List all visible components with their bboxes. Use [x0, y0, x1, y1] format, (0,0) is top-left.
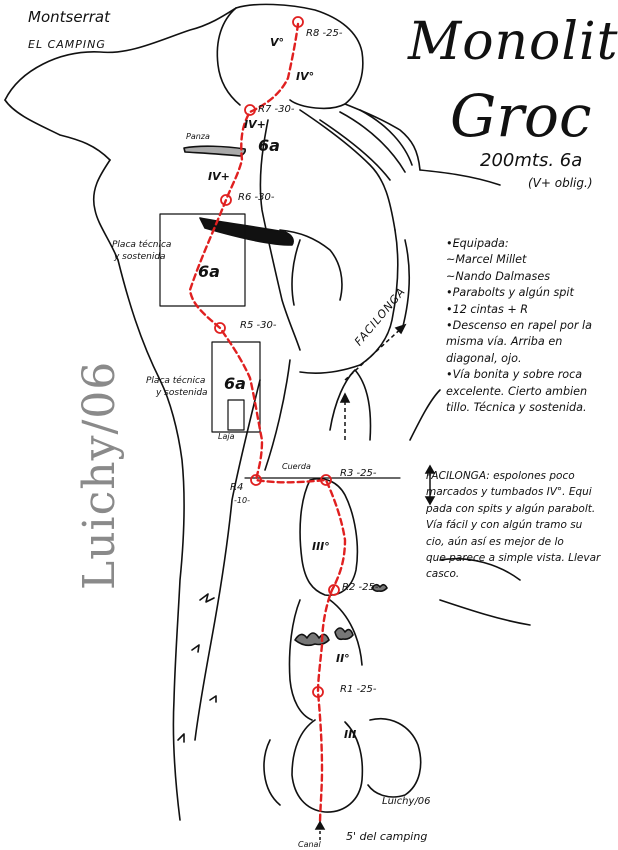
belay-label-r5: R5 -30- — [240, 320, 277, 331]
roof — [199, 217, 294, 246]
location-name: Montserrat — [28, 8, 110, 26]
summit-left-face — [216, 7, 241, 106]
watermark: Luichy/06 — [74, 360, 125, 590]
feature-placa-upper-line2: y sostenida — [114, 252, 166, 262]
belay-label-r3: R3 -25- — [340, 468, 377, 479]
summit-dome — [235, 3, 364, 110]
facilonga-note-line: FACILONGA: espolones poco — [426, 470, 575, 482]
facilonga-note-line: casco. — [426, 568, 460, 581]
note-line: ~Nando Dalmases — [446, 269, 551, 283]
grade-pitch-7: IV+ — [244, 118, 266, 131]
panza-bulge — [183, 145, 246, 157]
feature-laja: Laja — [218, 432, 235, 441]
facilonga-note: FACILONGA: espolones poco marcados y tum… — [426, 468, 600, 583]
belay-label-r8: R8 -25- — [306, 28, 343, 39]
belay-label-r7: R7 -30- — [258, 104, 295, 115]
belay-label-r2: R2 -25- — [342, 582, 379, 593]
note-line: excelente. Cierto ambien — [446, 384, 588, 398]
laja — [227, 399, 245, 431]
facilonga-note-line: Vía fácil y con algún tramo su — [426, 519, 583, 532]
bush-1 — [294, 632, 330, 647]
feature-placa-lower-line2: y sostenida — [156, 388, 208, 398]
belay-r5 — [214, 322, 226, 334]
feature-cuerda: Cuerda — [282, 462, 311, 471]
note-line: •Vía bonita y sobre roca — [446, 368, 583, 382]
facilonga-note-line: cio, aún así es mejor de lo — [426, 535, 564, 548]
note-line: •Equipada: — [446, 237, 509, 250]
belay-label-r4: R4 — [230, 482, 244, 493]
belay-r7 — [244, 104, 256, 116]
grade-pitch-2: II° — [336, 652, 350, 665]
belay-r6 — [220, 194, 232, 206]
feature-placa-lower-line1: Placa técnica — [146, 376, 206, 386]
route-length-grade: 200mts. 6a — [480, 150, 583, 171]
grade-pitch-6: IV+ — [208, 170, 230, 183]
grade-panza: 6a — [258, 136, 280, 155]
note-line: •12 cintas + R — [446, 302, 529, 316]
grade-pitch-8: V° — [270, 36, 285, 49]
facilonga-note-line: pada con spits y algún parabolt. — [426, 502, 596, 515]
grade-pitch-7-upper: IV° — [296, 70, 315, 83]
facilonga-note-line: marcados y tumbados IV°. Equi — [426, 486, 592, 499]
belay-r2 — [328, 584, 340, 596]
note-line: diagonal, ojo. — [446, 351, 522, 365]
belay-r4 — [250, 474, 262, 486]
feature-placa-upper-line1: Placa técnica — [112, 240, 172, 250]
placa-box-lower — [211, 341, 261, 433]
canal-label: Canal — [298, 840, 321, 849]
note-line: •Parabolts y algún spit — [446, 286, 574, 300]
belay-label-r4-length: -10- — [234, 496, 250, 505]
feature-panza: Panza — [186, 132, 210, 141]
right-wall — [344, 103, 421, 171]
sector-name: EL CAMPING — [28, 38, 106, 51]
belay-label-r6: R6 -30- — [238, 192, 275, 203]
belay-r8 — [292, 16, 304, 28]
facilonga-note-line: que parece a simple vista. Llevar — [426, 552, 601, 565]
signature: Luichy/06 — [382, 796, 431, 807]
left-tower — [4, 7, 237, 101]
belay-r3 — [320, 474, 332, 486]
bush-2 — [334, 627, 354, 641]
grade-pitch-1: III — [344, 728, 357, 741]
note-line: •Descenso en rapel por la — [446, 319, 592, 333]
belay-label-r1: R1 -25- — [340, 684, 377, 695]
route-title-line1: Monolit — [408, 12, 618, 72]
route-mandatory-grade: (V+ oblig.) — [528, 176, 593, 190]
mid-tower — [259, 119, 301, 351]
note-line: tillo. Técnica y sostenida. — [446, 401, 587, 415]
grade-placa-upper: 6a — [198, 262, 220, 281]
belay-r1 — [312, 686, 324, 698]
route-notes: •Equipada: ~Marcel Millet ~Nando Dalmase… — [446, 236, 616, 416]
left-gully — [117, 259, 185, 821]
access-time: 5' del camping — [346, 830, 428, 843]
note-line: ~Marcel Millet — [446, 253, 527, 267]
grade-pitch-3: III° — [312, 540, 330, 553]
route-title-line2: Groc — [450, 82, 592, 150]
note-line: misma vía. Arriba en — [446, 335, 563, 349]
lower-pillar — [299, 478, 359, 597]
placa-box-upper — [159, 213, 246, 307]
route-line — [188, 22, 347, 827]
grade-placa-lower: 6a — [224, 374, 246, 393]
